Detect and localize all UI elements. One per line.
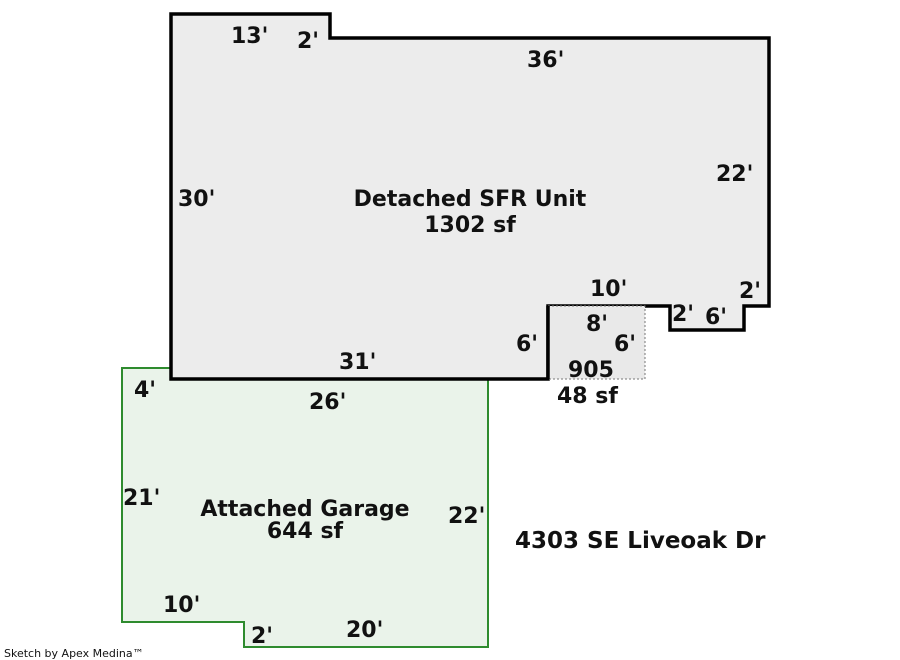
house-name-label: Detached SFR Unit (354, 187, 587, 212)
dim-garage-right: 22' (448, 504, 485, 529)
dim-garage-top: 26' (309, 390, 346, 415)
dim-garage-bottom-left: 10' (163, 593, 200, 618)
property-address: 4303 SE Liveoak Dr (515, 528, 766, 554)
dim-garage-bottom-right: 20' (346, 618, 383, 643)
dim-house-right-step: 6' (705, 305, 727, 330)
dim-garage-bottom-jog: 2' (251, 624, 273, 649)
porch-name-label: 905 (568, 358, 614, 383)
dim-garage-top-jog: 4' (134, 378, 156, 403)
dim-garage-left: 21' (123, 486, 160, 511)
porch-outline (547, 305, 646, 380)
dim-house-step-jog: 2' (672, 302, 694, 327)
dim-house-notch-top: 10' (590, 277, 627, 302)
sketch-credit: Sketch by Apex Medina™ (4, 647, 144, 660)
dim-house-right-jog: 2' (739, 279, 761, 304)
garage-name-label: Attached Garage (200, 497, 409, 522)
garage-area-label: 644 sf (267, 519, 344, 544)
dim-house-bottom: 31' (339, 350, 376, 375)
dim-house-left: 30' (178, 187, 215, 212)
dim-house-top-jog: 2' (297, 29, 319, 54)
dim-porch-right: 6' (614, 332, 636, 357)
dim-house-top-main: 36' (527, 48, 564, 73)
porch-area-label: 48 sf (557, 384, 618, 409)
dim-house-top-left: 13' (231, 24, 268, 49)
dim-porch-top: 8' (586, 312, 608, 337)
dim-house-notch-left: 6' (516, 332, 538, 357)
house-area-label: 1302 sf (424, 213, 516, 238)
dim-house-right-upper: 22' (716, 162, 753, 187)
